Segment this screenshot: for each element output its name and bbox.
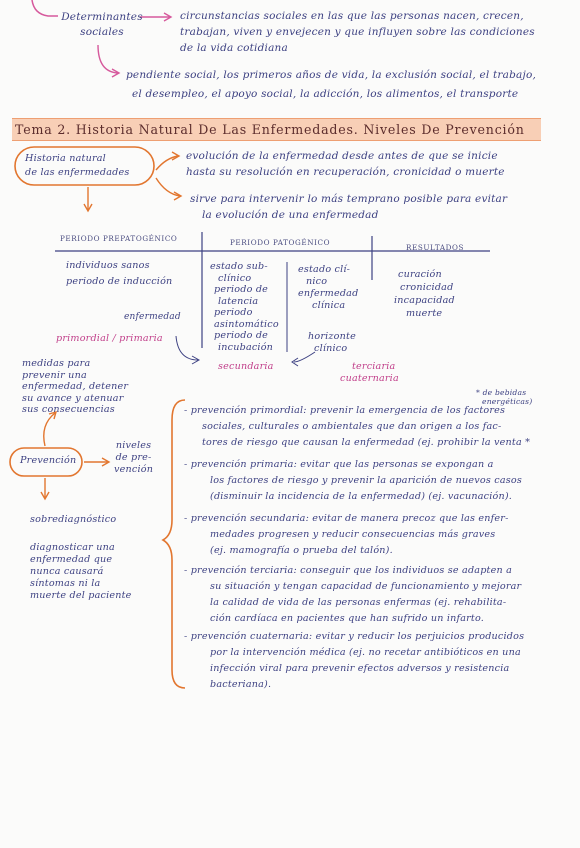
line: de pre- [115, 452, 152, 463]
cell: periodo de inducción [66, 276, 173, 287]
cell: incapacidad [394, 295, 455, 306]
cell: clínica [312, 300, 346, 311]
cell: estado sub- [210, 261, 268, 272]
cell: curación [398, 269, 442, 280]
line: tores de riesgo que causan la enfermedad… [202, 437, 531, 448]
level-item: - prevención cuaternaria: evitar y reduc… [184, 629, 530, 693]
col-prepatogenico: individuos sanos periodo de inducción [66, 258, 172, 290]
line: bacteriana). [210, 679, 272, 690]
cell: horizonte [308, 331, 356, 342]
line: enfermedad que [30, 554, 113, 565]
determinants-definition: circunstancias sociales en las que las p… [180, 8, 535, 56]
level-item: - prevención terciaria: conseguir que lo… [184, 563, 530, 627]
line: diagnosticar una [30, 542, 115, 553]
line: vención [114, 464, 154, 475]
cell: periodo de [214, 284, 269, 295]
line: - prevención primaria: evitar que las pe… [184, 459, 494, 470]
col-subclinico: estado sub- clínico periodo de latencia … [210, 261, 279, 353]
horizonte-clinico: horizonte clínico [308, 331, 356, 355]
line: medidas para [22, 358, 91, 369]
line: - prevención primordial: prevenir la eme… [184, 405, 506, 416]
line: sus consecuencias [22, 404, 115, 415]
determinants-examples: pendiente social, los primeros años de v… [126, 66, 536, 104]
header-patogenico: periodo patogénico [230, 238, 331, 247]
line: - prevención secundaria: evitar de maner… [184, 513, 509, 524]
label-primordial-primaria: primordial / primaria [56, 333, 163, 344]
definition-line: de la vida cotidiana [180, 42, 288, 54]
prevencion-levels: - prevención primordial: prevenir la eme… [184, 403, 530, 693]
cell: clínico [314, 343, 348, 354]
examples-line: el desempleo, el apoyo social, la adicci… [132, 88, 519, 100]
cell: periodo de [214, 330, 269, 341]
line: por la intervención médica (ej. no recet… [210, 647, 521, 658]
cell: latencia [218, 295, 259, 307]
examples-line: pendiente social, los primeros años de v… [126, 69, 537, 81]
det-label-line: Determinantes [61, 11, 143, 23]
line: su avance y atenuar [22, 392, 124, 404]
line: muerte del paciente [30, 590, 132, 601]
line: (ej. mamografía o prueba del talón). [210, 545, 393, 556]
line: medades progresen y reducir consecuencia… [210, 529, 496, 540]
cell: muerte [406, 308, 443, 319]
line: energéticas) [482, 397, 533, 406]
det-label-line: sociales [80, 26, 124, 38]
line: niveles [115, 440, 152, 451]
cell: clínico [218, 272, 252, 284]
prevencion-definition: medidas para prevenir una enfermedad, de… [22, 358, 128, 416]
definition-line: circunstancias sociales en las que las p… [180, 10, 524, 22]
historia-natural-definition: evolución de la enfermedad desde antes d… [186, 148, 505, 180]
purpose-line: sirve para intervenir lo más temprano po… [190, 193, 508, 205]
line: sociales, culturales o ambientales que d… [202, 421, 502, 432]
cell-enfermedad: enfermedad [124, 312, 181, 322]
niveles-prevencion: niveles de pre- vención [114, 440, 153, 476]
cell: asintomático [214, 318, 279, 330]
line: - prevención terciaria: conseguir que lo… [184, 565, 513, 576]
cell: estado clí- [298, 264, 351, 275]
definition-line: evolución de la enfermedad desde antes d… [186, 150, 498, 162]
line: los factores de riesgo y prevenir la apa… [210, 475, 522, 486]
cell: cuaternaria [340, 373, 399, 384]
label-terciaria: terciaria cuaternaria [340, 361, 399, 385]
sobrediagnostico-definition: diagnosticar una enfermedad que nunca ca… [30, 542, 132, 602]
col-resultados: curación cronicidad incapacidad muerte [394, 268, 455, 320]
box-line: de las enfermedades [25, 167, 130, 178]
sobrediagnostico-title: sobrediagnóstico [30, 514, 117, 525]
label-secundaria: secundaria [218, 361, 274, 372]
definition-line: trabajan, viven y envejecen y que influy… [180, 26, 535, 38]
col-clinico: estado clí- nico enfermedad clínica [298, 264, 358, 312]
line: (disminuir la incidencia de la enfermeda… [210, 491, 513, 502]
line: su situación y tengan capacidad de funci… [210, 581, 522, 592]
line: la calidad de vida de las personas enfer… [210, 597, 507, 608]
cell: enfermedad [298, 288, 359, 299]
cell: incubación [218, 341, 274, 353]
determinants-label: Determinantes sociales [60, 10, 144, 40]
footnote: * de bebidas energéticas) [476, 388, 532, 406]
header-prepatogenico: periodo prepatogénico [60, 234, 178, 243]
cell: periodo [214, 307, 253, 318]
line: enfermedad, detener [22, 381, 129, 392]
cell: cronicidad [400, 282, 454, 293]
cell: individuos sanos [66, 260, 150, 271]
level-item: - prevención primordial: prevenir la eme… [184, 403, 530, 451]
line: prevenir una [22, 369, 87, 381]
line: síntomas ni la [30, 578, 101, 589]
level-item: - prevención secundaria: evitar de maner… [184, 511, 530, 559]
section-title: Tema 2. Historia Natural De Las Enfermed… [12, 118, 541, 141]
historia-natural-purpose: sirve para intervenir lo más temprano po… [190, 191, 507, 223]
header-resultados: resultados [406, 243, 464, 252]
line: ción cardíaca en pacientes que han sufri… [210, 613, 485, 624]
definition-line: hasta su resolución en recuperación, cro… [186, 166, 505, 178]
line: * de bebidas [476, 388, 527, 397]
cell: nico [306, 276, 328, 287]
line: - prevención cuaternaria: evitar y reduc… [184, 631, 525, 642]
box-line: Historia natural [25, 153, 106, 164]
historia-natural-box: Historia natural de las enfermedades [25, 152, 129, 180]
cell: terciaria [352, 361, 396, 372]
prevencion-box: Prevención [20, 455, 77, 466]
purpose-line: la evolución de una enfermedad [202, 209, 379, 221]
line: nunca causará [30, 566, 104, 577]
level-item: - prevención primaria: evitar que las pe… [184, 457, 530, 505]
line: infección viral para prevenir efectos ad… [210, 663, 510, 674]
